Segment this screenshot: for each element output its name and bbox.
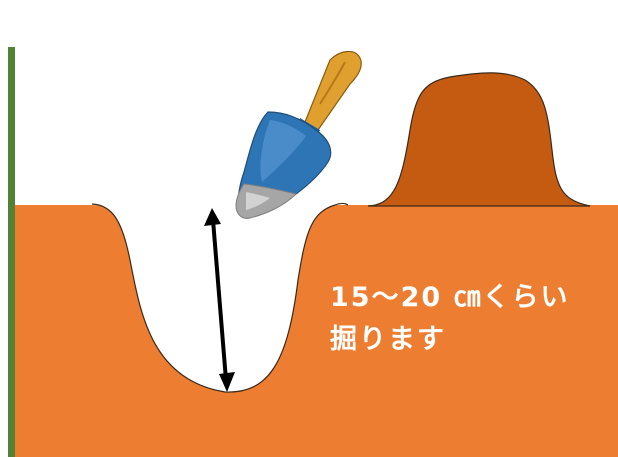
trowel-icon xyxy=(235,50,362,219)
hole-outline xyxy=(91,202,349,393)
depth-caption: 15～20 ㎝くらい 掘ります xyxy=(330,277,600,361)
soil-ground xyxy=(10,205,618,457)
depth-caption-line2: 掘ります xyxy=(330,324,446,355)
depth-caption-line1: 15～20 ㎝くらい xyxy=(330,282,570,313)
green-edge-bar xyxy=(8,47,15,457)
soil-mound xyxy=(367,72,591,207)
depth-arrow-icon xyxy=(204,208,235,392)
